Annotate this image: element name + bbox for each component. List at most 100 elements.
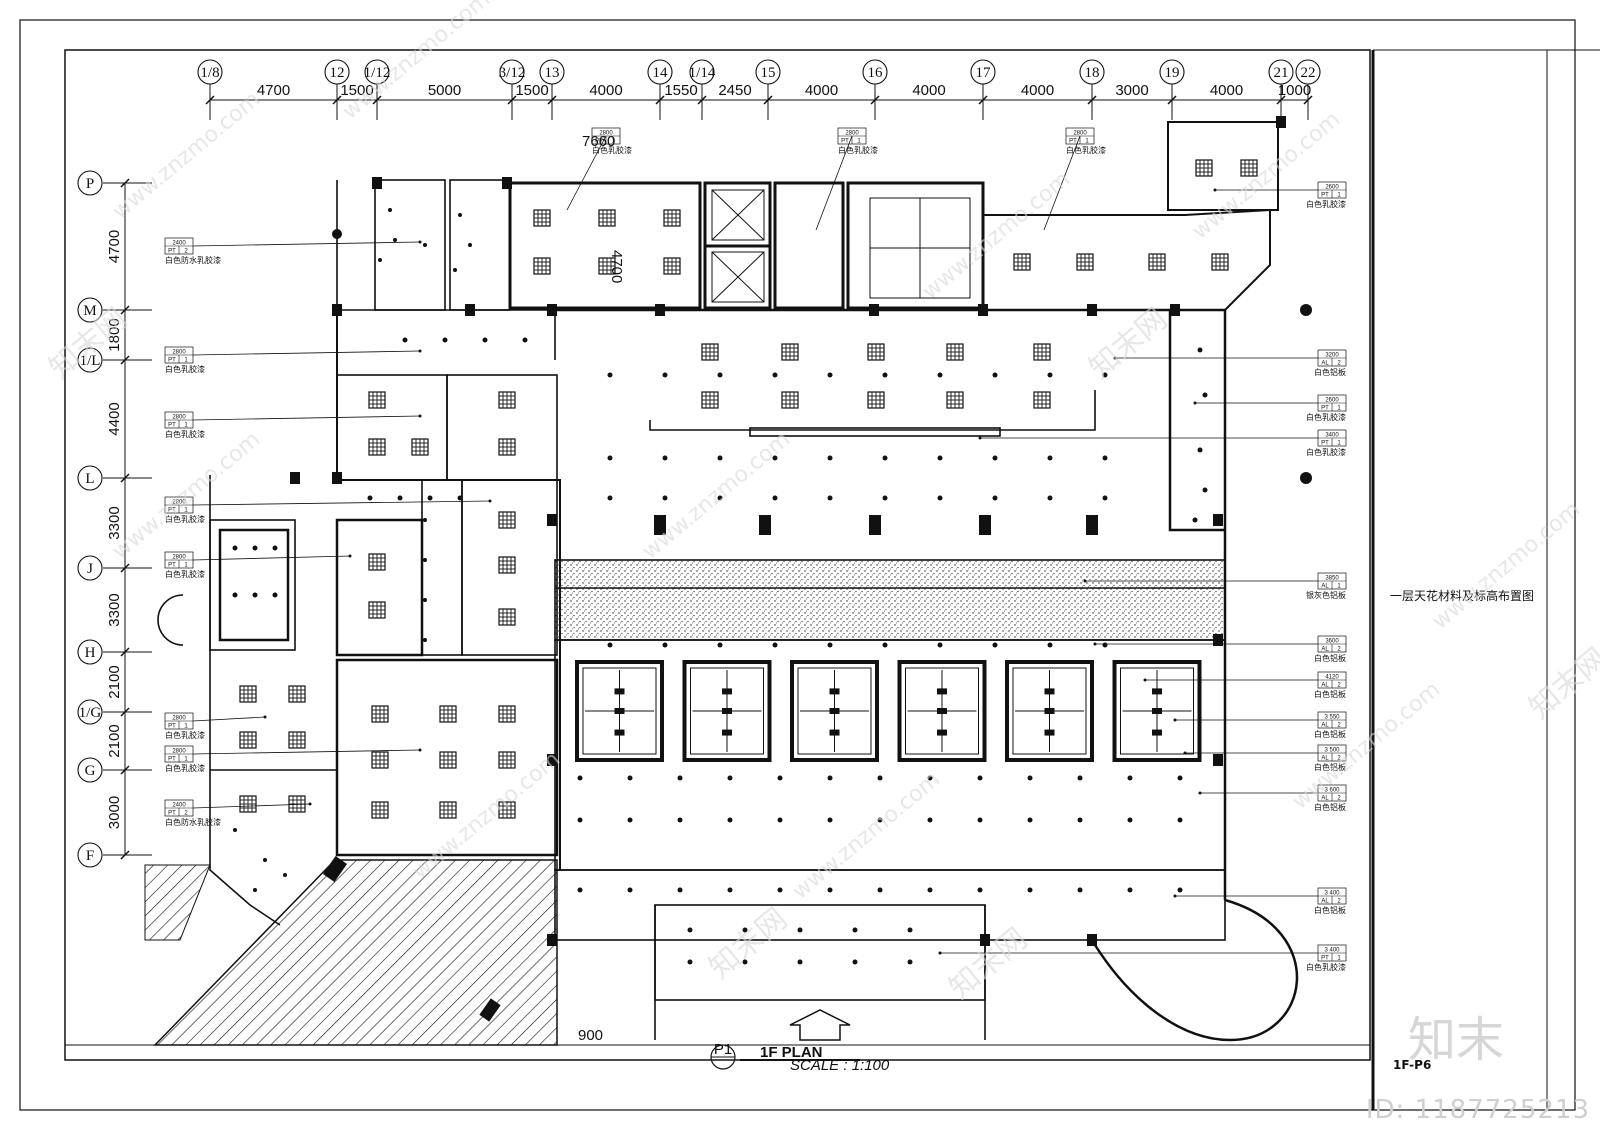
svg-text:PT: PT xyxy=(168,724,176,730)
svg-text:1: 1 xyxy=(1337,406,1341,412)
row-dimension: 4400 xyxy=(106,402,123,435)
grid-label-col: 1/12 xyxy=(364,65,391,81)
column-dimension: 3000 xyxy=(1115,82,1148,99)
grid-bubble-row xyxy=(77,465,103,491)
column-dimension: 4000 xyxy=(1021,82,1054,99)
grid-label-row: P xyxy=(86,176,94,192)
grid-bubble-row xyxy=(77,639,103,665)
svg-text:PT: PT xyxy=(168,249,176,255)
svg-text:PT: PT xyxy=(168,811,176,817)
svg-text:PT: PT xyxy=(168,757,176,763)
svg-text:1: 1 xyxy=(184,724,188,730)
svg-text:2800: 2800 xyxy=(172,716,186,722)
svg-text:AL: AL xyxy=(1321,361,1329,367)
plan-scale: SCALE : 1:100 xyxy=(790,1057,890,1074)
svg-text:PT: PT xyxy=(1321,441,1329,447)
grid-label-col: 21 xyxy=(1274,65,1289,81)
svg-text:白色铝板: 白色铝板 xyxy=(1314,653,1346,663)
grid-label-row: G xyxy=(85,763,96,779)
image-id: ID: 1187725213 xyxy=(1365,1095,1590,1125)
column-dimension: 4000 xyxy=(805,82,838,99)
svg-text:白色铝板: 白色铝板 xyxy=(1314,729,1346,739)
column-dimension: 1500 xyxy=(515,82,548,99)
svg-text:白色乳胶漆: 白色乳胶漆 xyxy=(165,429,205,439)
row-dimension: 2100 xyxy=(106,665,123,698)
svg-text:PT: PT xyxy=(168,423,176,429)
svg-text:AL: AL xyxy=(1321,899,1329,905)
svg-text:银灰色铝板: 银灰色铝板 xyxy=(1306,590,1346,600)
top-span-dimension: 7660 xyxy=(582,133,615,150)
grid-label-col: 12 xyxy=(330,65,345,81)
svg-text:白色铝板: 白色铝板 xyxy=(1314,802,1346,812)
structural-columns xyxy=(290,116,1312,1022)
plan-title-block: P1 1F PLAN SCALE : 1:100 xyxy=(710,1041,890,1074)
grid-label-row: 1/L xyxy=(80,353,101,369)
svg-text:PT: PT xyxy=(1321,956,1329,962)
svg-text:1: 1 xyxy=(1337,441,1341,447)
column-dimension: 5000 xyxy=(428,82,461,99)
svg-text:白色乳胶漆: 白色乳胶漆 xyxy=(165,569,205,579)
grid-bubble-row xyxy=(77,170,103,196)
column-dimension: 4700 xyxy=(257,82,290,99)
row-dimension: 2100 xyxy=(106,724,123,757)
svg-text:PT: PT xyxy=(168,508,176,514)
air-diffuser-grilles xyxy=(239,159,1258,819)
svg-text:白色乳胶漆: 白色乳胶漆 xyxy=(165,730,205,740)
svg-text:3600: 3600 xyxy=(1325,639,1339,645)
grid-label-col: 19 xyxy=(1165,65,1180,81)
grid-label-col: 18 xyxy=(1085,65,1100,81)
grid-label-col: 22 xyxy=(1301,65,1316,81)
grid-label-row: H xyxy=(85,645,96,661)
svg-text:白色乳胶漆: 白色乳胶漆 xyxy=(838,145,878,155)
svg-text:3200: 3200 xyxy=(1325,353,1339,359)
svg-text:白色乳胶漆: 白色乳胶漆 xyxy=(1306,199,1346,209)
sheet-frame xyxy=(19,19,1600,1111)
svg-text:1: 1 xyxy=(611,139,615,145)
svg-text:2600: 2600 xyxy=(1325,398,1339,404)
svg-text:AL: AL xyxy=(1321,647,1329,653)
svg-text:白色铝板: 白色铝板 xyxy=(1314,905,1346,915)
grid-label-col: 16 xyxy=(868,65,884,81)
svg-text:www.znzmo.com: www.znzmo.com xyxy=(338,0,495,125)
svg-text:2: 2 xyxy=(184,249,188,255)
svg-text:1: 1 xyxy=(1337,584,1341,590)
row-dimension: 3300 xyxy=(106,506,123,539)
svg-text:PT: PT xyxy=(595,139,603,145)
grid-bubble-row xyxy=(77,555,103,581)
svg-text:知末网: 知末网 xyxy=(703,901,794,986)
svg-text:白色乳胶漆: 白色乳胶漆 xyxy=(165,514,205,524)
grid-bubble-row xyxy=(77,842,103,868)
svg-text:www.znzmo.com: www.znzmo.com xyxy=(1288,677,1445,815)
svg-text:1: 1 xyxy=(1085,139,1089,145)
column-dimension: 1000 xyxy=(1278,82,1311,99)
column-dimension: 1550 xyxy=(664,82,697,99)
svg-text:1: 1 xyxy=(857,139,861,145)
grid-label-col: 17 xyxy=(976,65,992,81)
svg-text:3 500: 3 500 xyxy=(1324,748,1340,754)
svg-text:白色乳胶漆: 白色乳胶漆 xyxy=(592,145,632,155)
svg-text:www.znzmo.com: www.znzmo.com xyxy=(108,427,265,565)
row-dimension: 4700 xyxy=(106,230,123,263)
svg-text:白色铝板: 白色铝板 xyxy=(1314,762,1346,772)
room-height-dimension: 4700 xyxy=(608,250,625,283)
svg-text:1: 1 xyxy=(184,508,188,514)
svg-text:2: 2 xyxy=(1337,683,1341,689)
svg-text:AL: AL xyxy=(1321,683,1329,689)
svg-text:3 400: 3 400 xyxy=(1324,948,1340,954)
grid-label-col: 14 xyxy=(653,65,669,81)
svg-text:2800: 2800 xyxy=(1073,131,1087,137)
hatched-void-area xyxy=(153,859,558,1046)
grid-bubble-row xyxy=(77,297,103,323)
grid-bubble-row xyxy=(77,347,103,373)
svg-text:2800: 2800 xyxy=(172,350,186,356)
svg-text:2800: 2800 xyxy=(599,131,613,137)
